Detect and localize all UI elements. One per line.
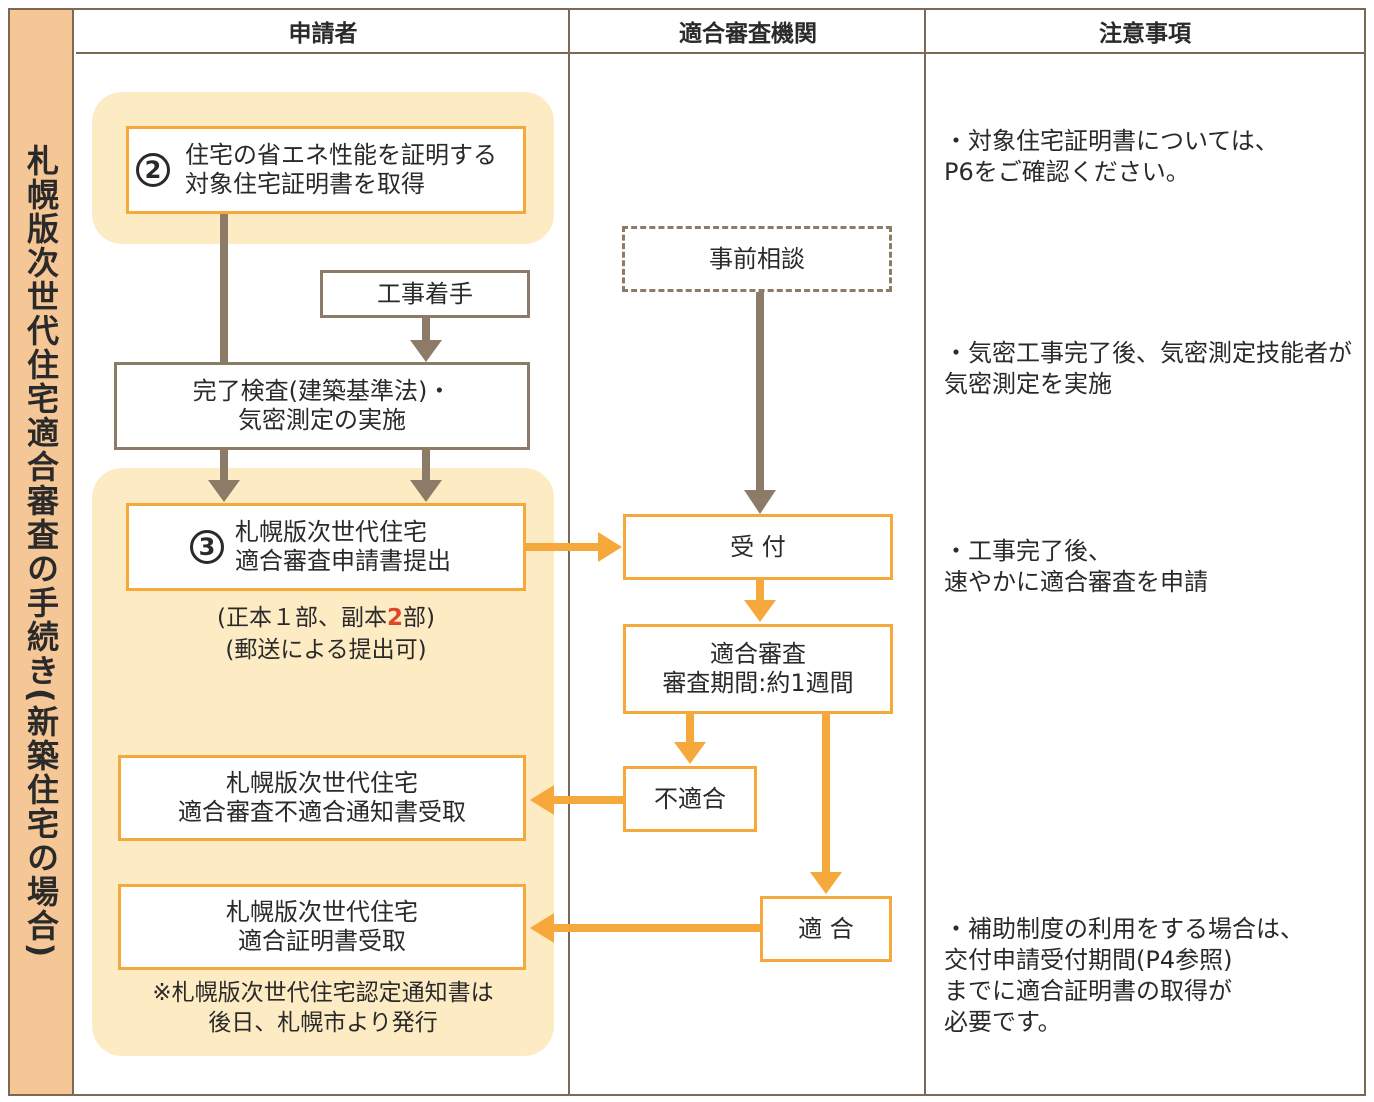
note-airtight: ・気密工事完了後、気密測定技能者が 気密測定を実施 — [944, 339, 1352, 398]
arrow-review-nonconform-head — [674, 742, 706, 764]
copies-text-b: 部) — [403, 605, 435, 631]
inspection-box: 完了検査(建築基準法)・ 気密測定の実施 — [114, 362, 530, 450]
step3-text: 札幌版次世代住宅 適合審査申請書提出 — [235, 518, 451, 575]
header-review-body: 適合審査機関 — [570, 10, 926, 54]
arrow-start-head — [410, 340, 442, 362]
nonconform-box: 不適合 — [623, 766, 757, 832]
arrow-inspection-left-head — [208, 480, 240, 502]
orange-arrows — [526, 532, 842, 943]
arrow-review-conform-shaft — [822, 714, 830, 874]
header-notes: 注意事項 — [926, 10, 1364, 54]
conform-text: 適 合 — [798, 914, 854, 943]
mail-note: (郵送による提出可) — [225, 637, 427, 663]
copies-number: 2 — [386, 605, 403, 631]
review-text: 適合審査 審査期間:約1週間 — [662, 640, 854, 697]
copies-text-a: (正本１部、副本 — [217, 605, 387, 631]
arrow-submit-shaft — [526, 543, 600, 551]
inspection-text: 完了検査(建築基準法)・ 気密測定の実施 — [192, 377, 452, 434]
note-subsidy: ・補助制度の利用をする場合は、 交付申請受付期間(P4参照) までに適合証明書の… — [944, 915, 1304, 1036]
column-divider — [568, 10, 570, 1094]
conform-receive-box: 札幌版次世代住宅 適合証明書受取 — [118, 884, 526, 970]
reception-box: 受 付 — [623, 514, 893, 580]
gray-arrows — [208, 214, 776, 514]
side-title-bar: 札幌版次世代住宅適合審査の手続き(新築住宅の場合) — [10, 10, 74, 1094]
consultation-text: 事前相談 — [709, 244, 805, 273]
nonconform-text: 不適合 — [654, 784, 726, 813]
conform-receive-text: 札幌版次世代住宅 適合証明書受取 — [226, 898, 418, 955]
arrow-review-conform-head — [810, 872, 842, 894]
side-title: 札幌版次世代住宅適合審査の手続き(新築住宅の場合) — [22, 144, 60, 960]
nonconform-receive-text: 札幌版次世代住宅 適合審査不適合通知書受取 — [178, 769, 466, 826]
arrow-inspection-right-shaft — [422, 450, 430, 482]
later-issue-note: ※札幌版次世代住宅認定通知書は 後日、札幌市より発行 — [152, 980, 494, 1036]
arrow-review-nonconform-shaft — [686, 714, 694, 744]
step2-number: 2 — [136, 153, 170, 187]
arrow-inspection-left-shaft — [220, 450, 228, 482]
header-applicant: 申請者 — [76, 10, 570, 54]
step2-box: 住宅の省エネ性能を証明する 対象住宅証明書を取得 — [126, 126, 526, 214]
note-apply: ・工事完了後、 速やかに適合審査を申請 — [944, 537, 1208, 596]
arrow-consult-head — [744, 490, 776, 514]
nonconform-receive-box: 札幌版次世代住宅 適合審査不適合通知書受取 — [118, 755, 526, 841]
construction-start-text: 工事着手 — [377, 279, 473, 308]
step3-number: 3 — [190, 530, 224, 564]
arrow-step2-to-inspection — [220, 214, 228, 364]
arrow-inspection-right-head — [410, 480, 442, 502]
note-certificate: ・対象住宅証明書については、 P6をご確認ください。 — [944, 127, 1279, 186]
column-divider — [924, 10, 926, 1094]
reception-text: 受 付 — [730, 532, 786, 561]
conform-box: 適 合 — [760, 896, 892, 962]
table-frame — [8, 8, 1366, 1096]
arrow-start-shaft — [422, 316, 430, 342]
step2-text: 住宅の省エネ性能を証明する 対象住宅証明書を取得 — [185, 141, 497, 198]
arrow-reception-head — [744, 600, 776, 622]
arrow-submit-head — [598, 532, 622, 562]
step3-box: 札幌版次世代住宅 適合審査申請書提出 — [126, 503, 526, 591]
construction-start-box: 工事着手 — [320, 270, 530, 318]
arrow-nonconform-shaft — [552, 796, 624, 804]
review-box: 適合審査 審査期間:約1週間 — [623, 624, 893, 714]
arrow-consult-shaft — [756, 292, 764, 492]
arrow-reception-shaft — [756, 580, 764, 602]
arrow-nonconform-head — [530, 785, 554, 815]
copies-note: (正本１部、副本2部) — [126, 603, 526, 633]
arrow-conform-shaft — [552, 924, 760, 932]
arrow-conform-head — [530, 913, 554, 943]
consultation-box: 事前相談 — [622, 226, 892, 292]
